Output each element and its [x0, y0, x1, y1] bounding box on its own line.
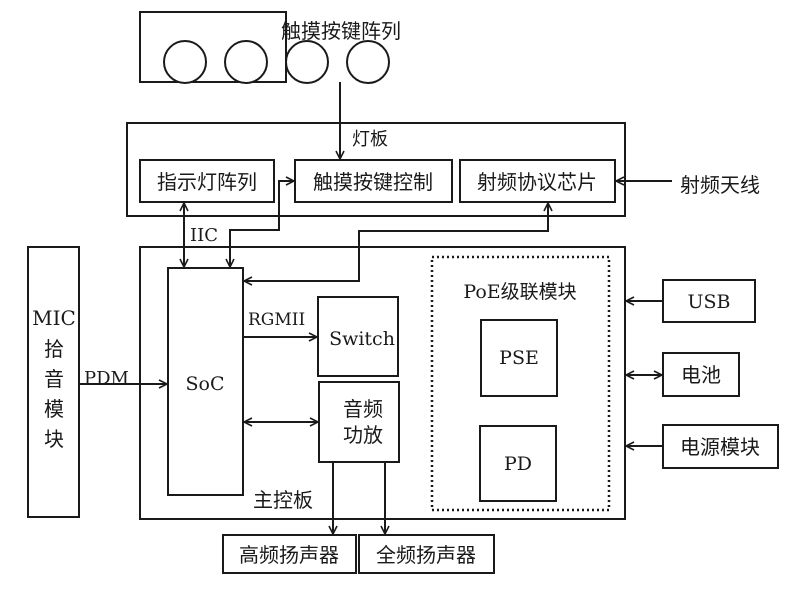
switch-label: Switch	[329, 328, 395, 350]
mic-module-line: 模	[44, 397, 64, 421]
indicator-array-label: 指示灯阵列	[157, 170, 257, 194]
audio-amp-line: 音频	[343, 397, 383, 421]
power-module-box	[662, 424, 779, 469]
mic-module-line: 音	[44, 367, 64, 391]
full-range-speaker-label: 全频扬声器	[376, 543, 476, 567]
mic-module-box	[27, 246, 80, 518]
main-board-label: 主控板	[253, 488, 313, 512]
battery-box	[662, 352, 740, 397]
high-freq-speaker-box	[222, 534, 357, 574]
soc-box	[167, 267, 244, 496]
pse-box	[480, 319, 558, 397]
light-board-label: 灯板	[352, 129, 388, 150]
rgmii-label: RGMII	[248, 310, 305, 330]
touch-key-button	[285, 40, 329, 84]
usb-label: USB	[688, 291, 731, 313]
pdm-label: PDM	[84, 368, 129, 389]
touch-key-control-box	[294, 159, 453, 203]
main-board: 主控板 SoC Switch 音频 功放 PoE级联模块 PSE PD	[139, 246, 626, 520]
arrow-soc-rf-chip	[244, 203, 548, 281]
touch-key-array: 触摸按键阵列	[139, 11, 401, 84]
touch-key-control-label: 触摸按键控制	[313, 170, 433, 194]
pd-label: PD	[504, 453, 532, 475]
pd-box	[479, 425, 557, 502]
audio-amp-line: 功放	[343, 423, 383, 447]
rf-protocol-chip-label: 射频协议芯片	[477, 170, 597, 194]
full-range-speaker-box	[358, 534, 495, 574]
connectors	[79, 82, 672, 534]
switch-box	[317, 296, 399, 377]
poe-module-label: PoE级联模块	[463, 281, 576, 303]
iic-label: IIC	[190, 225, 218, 246]
mic-module-line: 拾	[44, 337, 64, 361]
touch-key-array-label: 触摸按键阵列	[281, 19, 401, 43]
mic-module: MIC 拾 音 模 块	[27, 246, 80, 518]
touch-key-button	[224, 40, 268, 84]
audio-amp-box	[318, 381, 400, 463]
high-freq-speaker-label: 高频扬声器	[239, 543, 339, 567]
touch-key-button	[346, 40, 390, 84]
battery-label: 电池	[681, 363, 721, 387]
rf-antenna-label: 射频天线	[680, 173, 760, 197]
power-module-label: 电源模块	[680, 435, 760, 459]
touch-key-button	[163, 40, 207, 84]
light-board: 灯板 指示灯阵列 触摸按键控制 射频协议芯片	[126, 122, 626, 217]
usb-box	[662, 279, 756, 323]
mic-module-line: MIC	[32, 306, 76, 330]
mic-module-line: 块	[44, 427, 64, 451]
soc-label: SoC	[186, 373, 225, 395]
pse-label: PSE	[499, 347, 539, 369]
